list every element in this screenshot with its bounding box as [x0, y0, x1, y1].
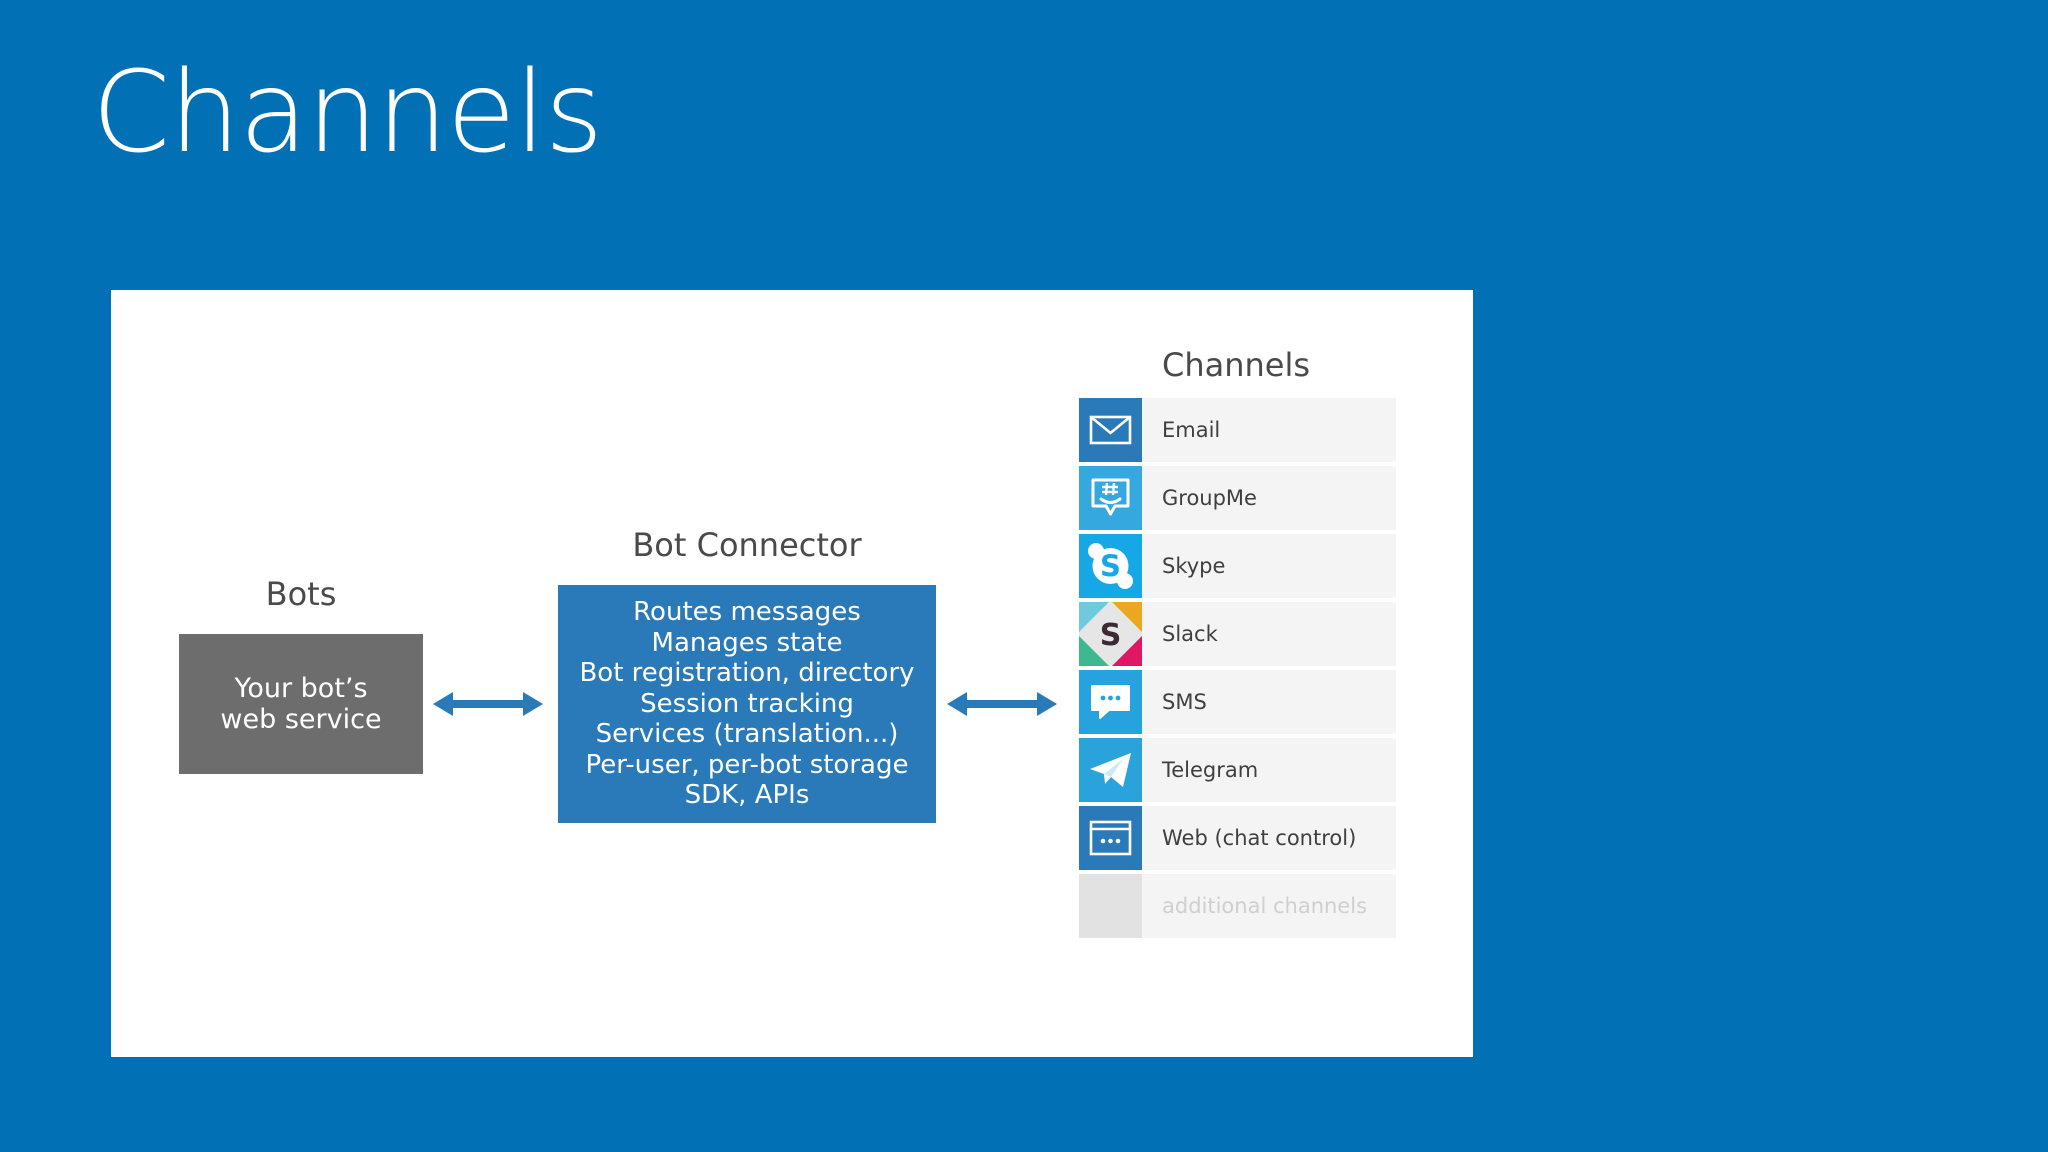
telegram-icon: [1079, 738, 1142, 802]
envelope-icon: [1079, 398, 1142, 462]
skype-icon: S: [1079, 534, 1142, 598]
connector-feature: Routes messages: [633, 597, 861, 628]
double-arrow-icon: [433, 692, 543, 716]
channels-heading: Channels: [1161, 346, 1311, 384]
channel-label: Skype: [1162, 554, 1226, 578]
bot-web-service-box: Your bot’s web service: [179, 634, 423, 774]
connector-feature: Services (translation...): [595, 719, 899, 750]
slide-title: Channels: [92, 48, 603, 178]
channel-item-slack: S Slack: [1079, 602, 1396, 666]
bot-box-line: Your bot’s: [234, 673, 368, 704]
slack-icon: S: [1079, 602, 1142, 666]
channel-item-skype: S Skype: [1079, 534, 1396, 598]
bots-heading: Bots: [265, 575, 337, 613]
web-chat-icon: [1079, 806, 1142, 870]
diagram-panel: Bots Your bot’s web service Bot Connecto…: [111, 290, 1473, 1057]
channel-item-additional: additional channels: [1079, 874, 1396, 938]
channel-label: GroupMe: [1162, 486, 1257, 510]
channel-label: Email: [1162, 418, 1221, 442]
bot-connector-heading: Bot Connector: [632, 526, 862, 564]
channel-item-telegram: Telegram: [1079, 738, 1396, 802]
channel-label: additional channels: [1162, 894, 1368, 918]
bot-connector-box: Routes messages Manages state Bot regist…: [558, 585, 936, 823]
channel-item-groupme: GroupMe: [1079, 466, 1396, 530]
connector-feature: Manages state: [651, 627, 843, 658]
channel-label: Telegram: [1162, 758, 1259, 782]
channel-label: Slack: [1162, 622, 1218, 646]
svg-text:S: S: [1100, 549, 1121, 583]
channel-label: Web (chat control): [1162, 826, 1357, 850]
connector-feature: Bot registration, directory: [579, 658, 915, 689]
channel-label: SMS: [1162, 690, 1207, 714]
placeholder-icon: [1079, 874, 1142, 938]
connector-feature: SDK, APIs: [684, 780, 810, 811]
svg-text:S: S: [1100, 618, 1122, 653]
channel-item-email: Email: [1079, 398, 1396, 462]
channel-item-sms: SMS: [1079, 670, 1396, 734]
double-arrow-icon: [947, 692, 1057, 716]
bot-box-line: web service: [220, 704, 382, 735]
groupme-icon: [1079, 466, 1142, 530]
sms-icon: [1079, 670, 1142, 734]
channel-item-web-chat: Web (chat control): [1079, 806, 1396, 870]
connector-feature: Per-user, per-bot storage: [585, 749, 909, 780]
connector-feature: Session tracking: [640, 688, 854, 719]
